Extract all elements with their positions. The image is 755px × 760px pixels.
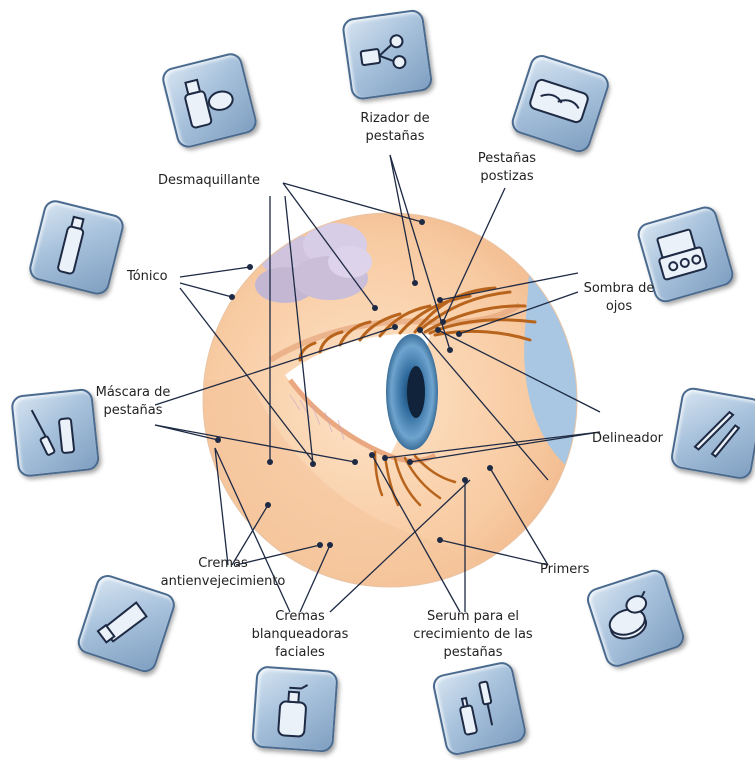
- label-primers: Primers: [540, 561, 589, 579]
- serum-bottle-wand-icon: [431, 661, 524, 754]
- label-tonico: Tónico: [127, 268, 168, 286]
- label-desmaquillante: Desmaquillante: [158, 172, 260, 190]
- eyeliner-pencils-icon: [670, 386, 755, 476]
- eyelash-curler-icon: [341, 9, 429, 97]
- cotton-cloud: [255, 223, 372, 303]
- label-delineador: Delineador: [592, 430, 663, 448]
- eye-illustration: [200, 200, 590, 600]
- pump-bottle-icon: [251, 665, 334, 748]
